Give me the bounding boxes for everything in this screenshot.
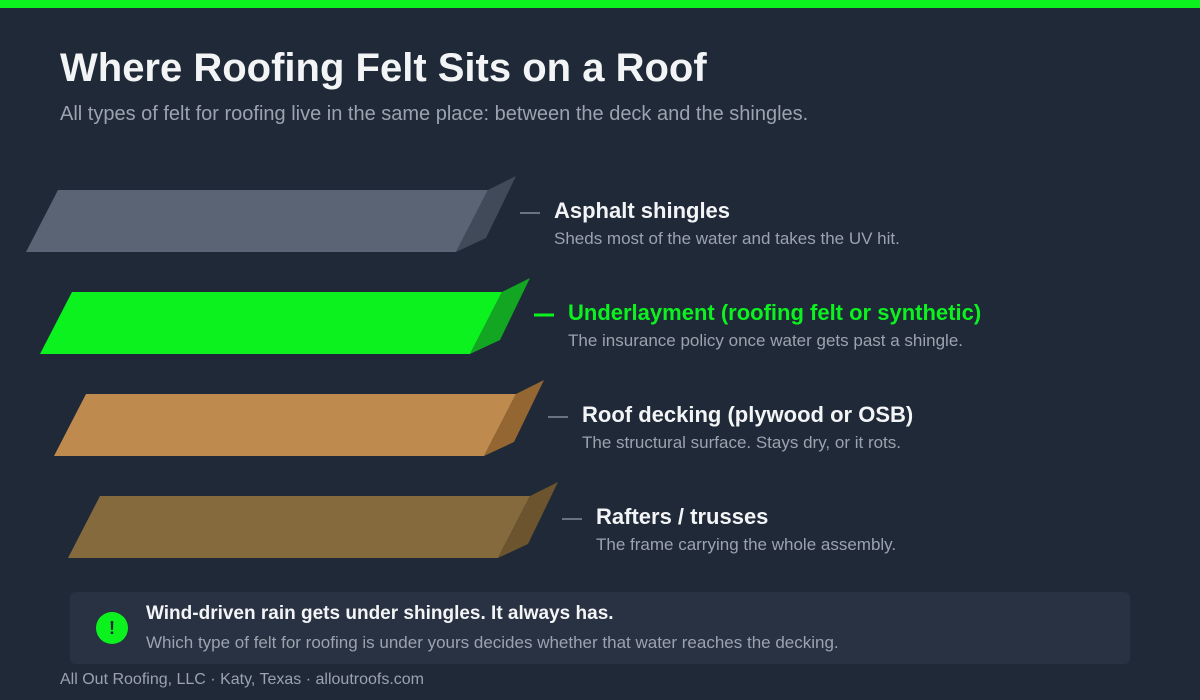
layer-slab-asphalt-shingles	[26, 190, 488, 252]
layer-title: Asphalt shingles	[554, 198, 731, 223]
layer-slab-underlayment	[40, 292, 502, 354]
layer-label-underlayment: Underlayment (roofing felt or synthetic)…	[568, 300, 981, 352]
callout-description: Which type of felt for roofing is under …	[146, 633, 839, 652]
layer-slab-roof-decking	[54, 394, 516, 456]
page-title: Where Roofing Felt Sits on a Roof	[60, 46, 707, 90]
layer-slab-edge-asphalt-shingles	[456, 176, 516, 252]
top-accent-bar	[0, 0, 1200, 8]
layer-title: Rafters / trusses	[596, 504, 769, 529]
layer-description: The frame carrying the whole assembly.	[596, 535, 897, 554]
exclamation-icon: !	[96, 612, 128, 644]
callout-title: Wind-driven rain gets under shingles. It…	[146, 603, 614, 624]
footer-credit: All Out Roofing, LLC · Katy, Texas · all…	[60, 671, 425, 688]
layer-slab-edge-rafters	[498, 482, 558, 558]
layer-slab-edge-roof-decking	[484, 380, 544, 456]
layer-label-asphalt-shingles: Asphalt shingles Sheds most of the water…	[554, 198, 900, 250]
layer-slab-rafters	[68, 496, 530, 558]
layer-title: Roof decking (plywood or OSB)	[582, 402, 914, 427]
layer-description: The structural surface. Stays dry, or it…	[582, 433, 902, 452]
layer-description: Sheds most of the water and takes the UV…	[554, 229, 900, 248]
layer-description: The insurance policy once water gets pas…	[568, 331, 964, 350]
layer-label-rafters: Rafters / trusses The frame carrying the…	[596, 504, 896, 556]
layer-slab-edge-underlayment	[470, 278, 530, 354]
layer-title: Underlayment (roofing felt or synthetic)	[568, 300, 982, 325]
warning-callout: ! Wind-driven rain gets under shingles. …	[70, 592, 1130, 664]
page-subtitle: All types of felt for roofing live in th…	[60, 103, 809, 125]
layer-label-roof-decking: Roof decking (plywood or OSB) The struct…	[582, 402, 913, 454]
